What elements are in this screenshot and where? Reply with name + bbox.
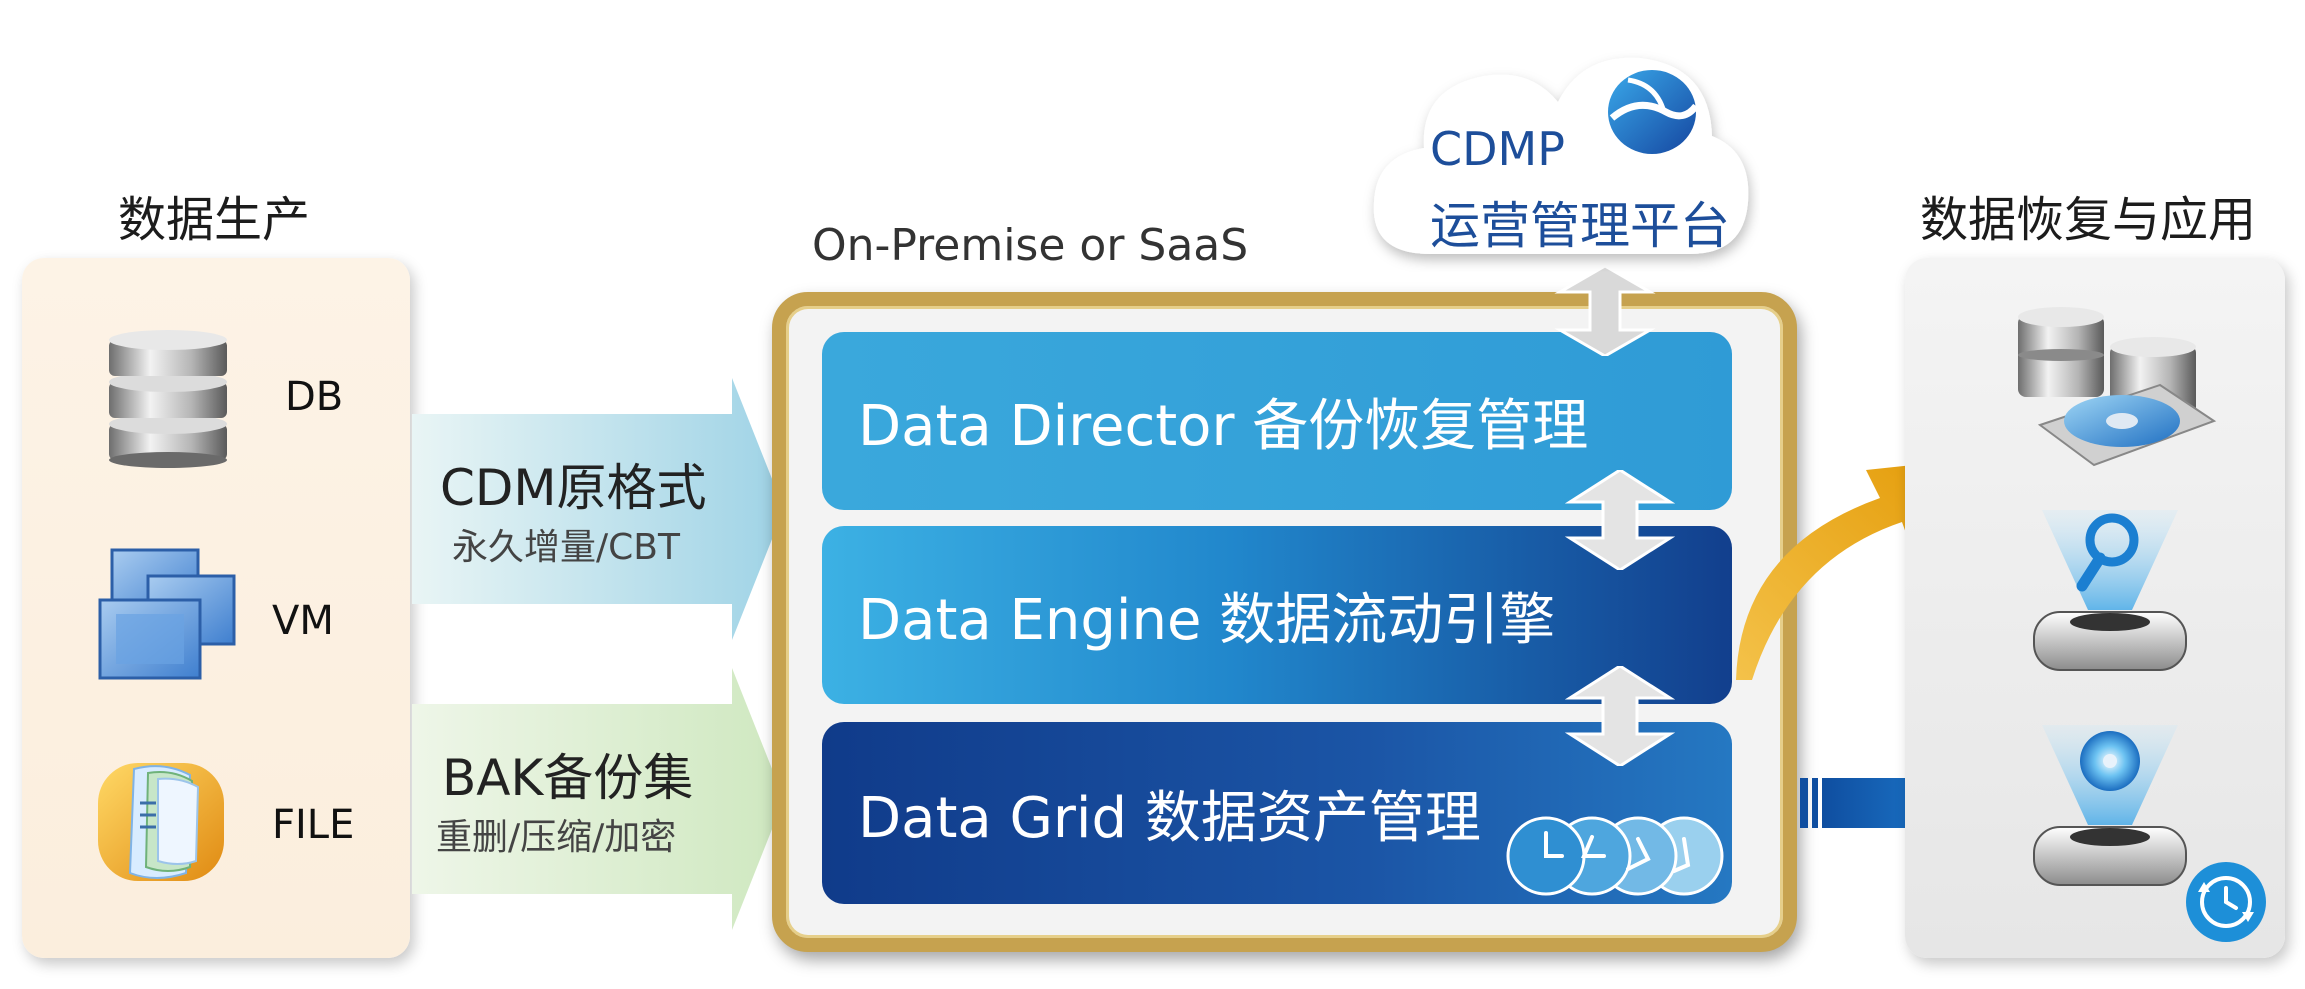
tier-data-engine: Data Engine 数据流动引擎: [822, 526, 1732, 704]
source-label-file: FILE: [272, 802, 355, 848]
clock-icons: [1488, 815, 1728, 901]
source-label-vm: VM: [272, 598, 334, 644]
double-arrow-director-engine: [1564, 468, 1676, 574]
cloud-title: CDMP: [1430, 122, 1565, 176]
flow-title-cdm: CDM原格式: [440, 459, 707, 517]
source-label-db: DB: [285, 374, 344, 420]
flow-arrow-bak: [412, 668, 784, 930]
tier-label: Data Engine 数据流动引擎: [858, 587, 1556, 653]
cloud-subtitle: 运营管理平台: [1430, 197, 1730, 255]
data-recovery-heading: 数据恢复与应用: [1920, 192, 2257, 248]
flow-arrow-cdm: [412, 378, 784, 640]
double-arrow-engine-grid: [1564, 664, 1676, 770]
tier-label: Data Grid 数据资产管理: [858, 785, 1481, 851]
data-production-heading: 数据生产: [118, 192, 311, 248]
double-arrow-cloud-director: [1550, 264, 1660, 360]
cdmp-logo-icon: [1604, 66, 1700, 162]
disc-recovery-icon: [2020, 715, 2200, 899]
deployment-label: On-Premise or SaaS: [812, 220, 1249, 271]
flow-subtitle-cdm: 永久增量/CBT: [452, 527, 680, 568]
search-recovery-icon: [2020, 500, 2200, 684]
flow-title-bak: BAK备份集: [442, 749, 694, 807]
tier-label: Data Director 备份恢复管理: [858, 393, 1589, 459]
storage-restore-icon: [2010, 305, 2220, 479]
virtual-machine-icon: [96, 548, 241, 687]
tier-data-director: Data Director 备份恢复管理: [822, 332, 1732, 510]
refresh-clock-icon: [2184, 860, 2268, 948]
database-icon: [105, 328, 231, 472]
file-folder-icon: [94, 755, 229, 889]
flow-subtitle-bak: 重删/压缩/加密: [436, 817, 677, 858]
